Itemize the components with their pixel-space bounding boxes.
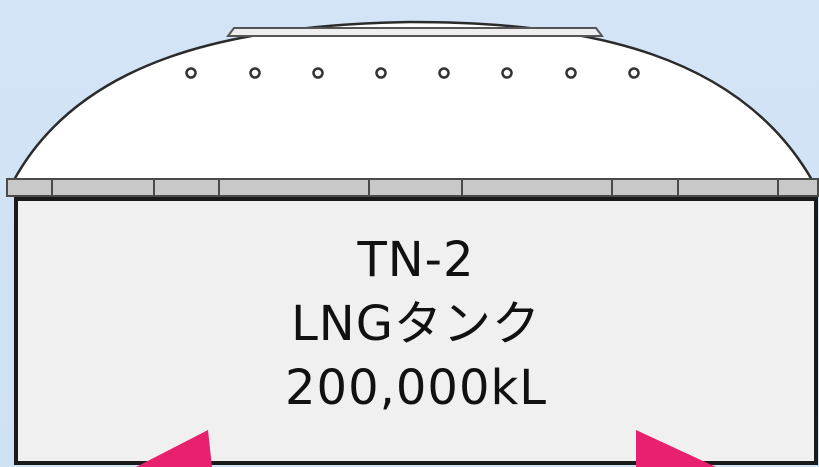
ring-segment xyxy=(677,178,779,197)
roof-nozzle xyxy=(628,67,640,79)
ring-segment xyxy=(6,178,53,197)
roof-nozzles xyxy=(185,67,640,79)
roof-nozzle xyxy=(565,67,577,79)
marker-left xyxy=(136,430,212,467)
roof-ring-band xyxy=(6,178,819,197)
tank-type: LNGタンク xyxy=(291,296,541,352)
ring-segment xyxy=(368,178,463,197)
roof-nozzle xyxy=(501,67,513,79)
roof-nozzle xyxy=(249,67,261,79)
tank-capacity: 200,000kL xyxy=(284,360,548,416)
roof-hatch xyxy=(226,27,604,37)
marker-right xyxy=(636,430,716,467)
ring-segment xyxy=(461,178,613,197)
roof-nozzle xyxy=(438,67,450,79)
tank-label: TN-2 LNGタンク 200,000kL xyxy=(16,200,816,460)
ring-segment xyxy=(777,178,819,197)
tank-body xyxy=(14,197,818,465)
ring-segment xyxy=(51,178,155,197)
roof-nozzle xyxy=(312,67,324,79)
tank-dome xyxy=(11,20,815,182)
roof-nozzle xyxy=(375,67,387,79)
roof-nozzle xyxy=(185,67,197,79)
ring-segment xyxy=(611,178,679,197)
tank-id: TN-2 xyxy=(357,232,475,288)
ring-segment xyxy=(153,178,220,197)
ring-segment xyxy=(218,178,370,197)
